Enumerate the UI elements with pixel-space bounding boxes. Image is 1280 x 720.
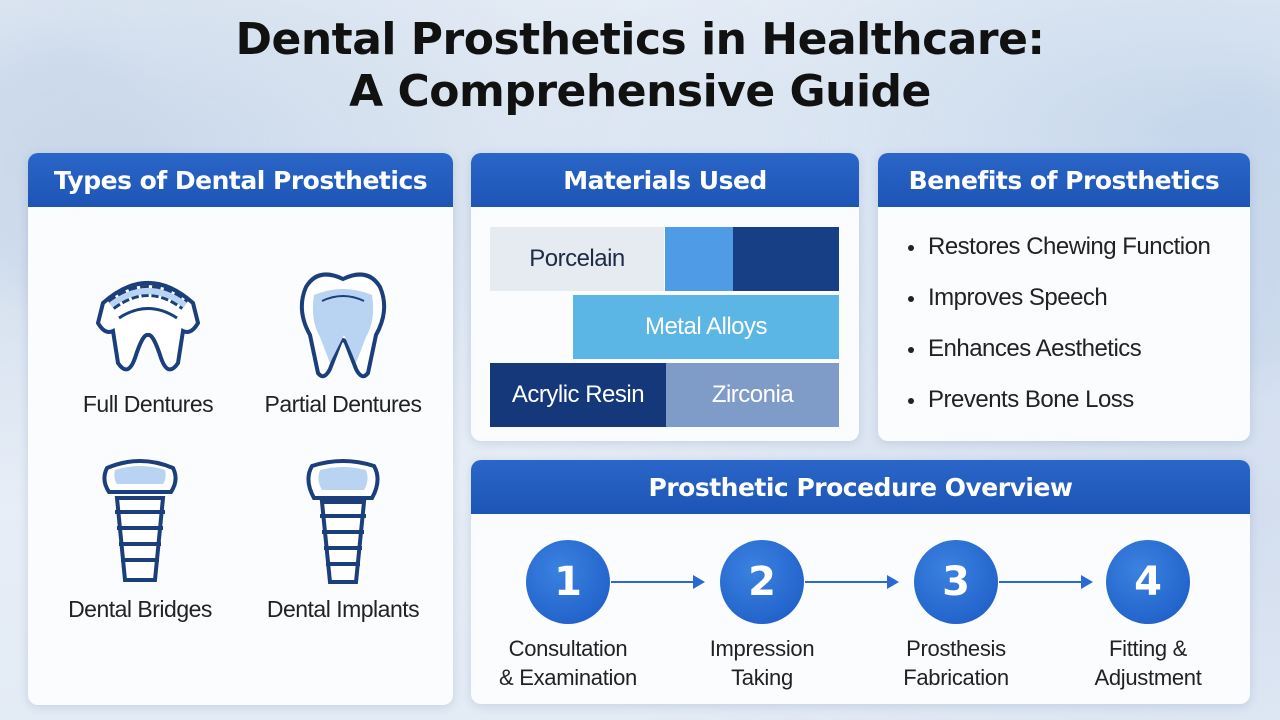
list-item: Restores Chewing Function: [908, 233, 1211, 284]
material-metal-alloys: Metal Alloys: [573, 295, 839, 359]
type-label: Dental Bridges: [68, 596, 212, 622]
title-line-2: A Comprehensive Guide: [349, 66, 931, 117]
step-label: Fitting & Adjustment: [1094, 636, 1202, 690]
type-dental-bridges: Dental Bridges: [40, 458, 240, 623]
benefits-list: Restores Chewing Function Improves Speec…: [908, 233, 1211, 437]
bullet-icon: [908, 245, 914, 251]
full-dentures-icon: [95, 281, 201, 372]
types-heading: Types of Dental Prosthetics: [28, 153, 453, 207]
material-porcelain: Porcelain: [490, 227, 664, 291]
arrow-right-icon: [611, 575, 705, 589]
dental-bridge-icon: [102, 459, 178, 582]
list-item: Prevents Bone Loss: [908, 386, 1210, 437]
procedure-heading: Prosthetic Procedure Overview: [471, 460, 1250, 514]
type-full-dentures: Full Dentures: [48, 263, 248, 418]
title-line-1: Dental Prosthetics in Healthcare:: [235, 14, 1045, 65]
step-label: Impression Taking: [709, 636, 815, 690]
procedure-card: Prosthetic Procedure Overview 1 Consulta…: [471, 460, 1250, 704]
procedure-step-1: 1 Consultation & Examination: [483, 540, 653, 692]
material-acrylic-resin: Acrylic Resin: [490, 363, 666, 427]
type-label: Partial Dentures: [264, 391, 422, 417]
materials-heading: Materials Used: [471, 153, 859, 207]
type-label: Dental Implants: [266, 596, 420, 622]
list-item: Enhances Aesthetics: [908, 335, 1210, 386]
dental-implant-icon: [306, 459, 380, 584]
step-number-badge: 2: [720, 540, 804, 624]
material-block-light-blue: [665, 227, 733, 291]
benefits-card: Benefits of Prosthetics Restores Chewing…: [878, 153, 1250, 441]
bullet-icon: [908, 296, 914, 302]
type-partial-dentures: Partial Dentures: [243, 265, 443, 418]
page-title: Dental Prosthetics in Healthcare: A Comp…: [0, 14, 1280, 118]
step-number-badge: 3: [914, 540, 998, 624]
step-number-badge: 4: [1106, 540, 1190, 624]
list-item: Improves Speech: [908, 284, 1210, 335]
procedure-step-2: 2 Impression Taking: [677, 540, 847, 692]
step-label: Consultation & Examination: [499, 636, 637, 690]
procedure-step-4: 4 Fitting & Adjustment: [1063, 540, 1233, 692]
material-zirconia: Zirconia: [666, 363, 839, 427]
types-card: Types of Dental Prosthetics Full Denture…: [28, 153, 453, 705]
material-block-navy: [733, 227, 839, 291]
type-dental-implants: Dental Implants: [243, 458, 443, 623]
procedure-step-3: 3 Prosthesis Fabrication: [871, 540, 1041, 692]
tooth-icon: [299, 272, 387, 379]
benefits-heading: Benefits of Prosthetics: [878, 153, 1250, 207]
step-label: Prosthesis Fabrication: [903, 636, 1009, 690]
bullet-icon: [908, 398, 914, 404]
materials-card: Materials Used Porcelain Metal Alloys Ac…: [471, 153, 859, 441]
arrow-right-icon: [999, 575, 1093, 589]
arrow-right-icon: [805, 575, 899, 589]
type-label: Full Dentures: [82, 391, 214, 417]
step-number-badge: 1: [526, 540, 610, 624]
bullet-icon: [908, 347, 914, 353]
